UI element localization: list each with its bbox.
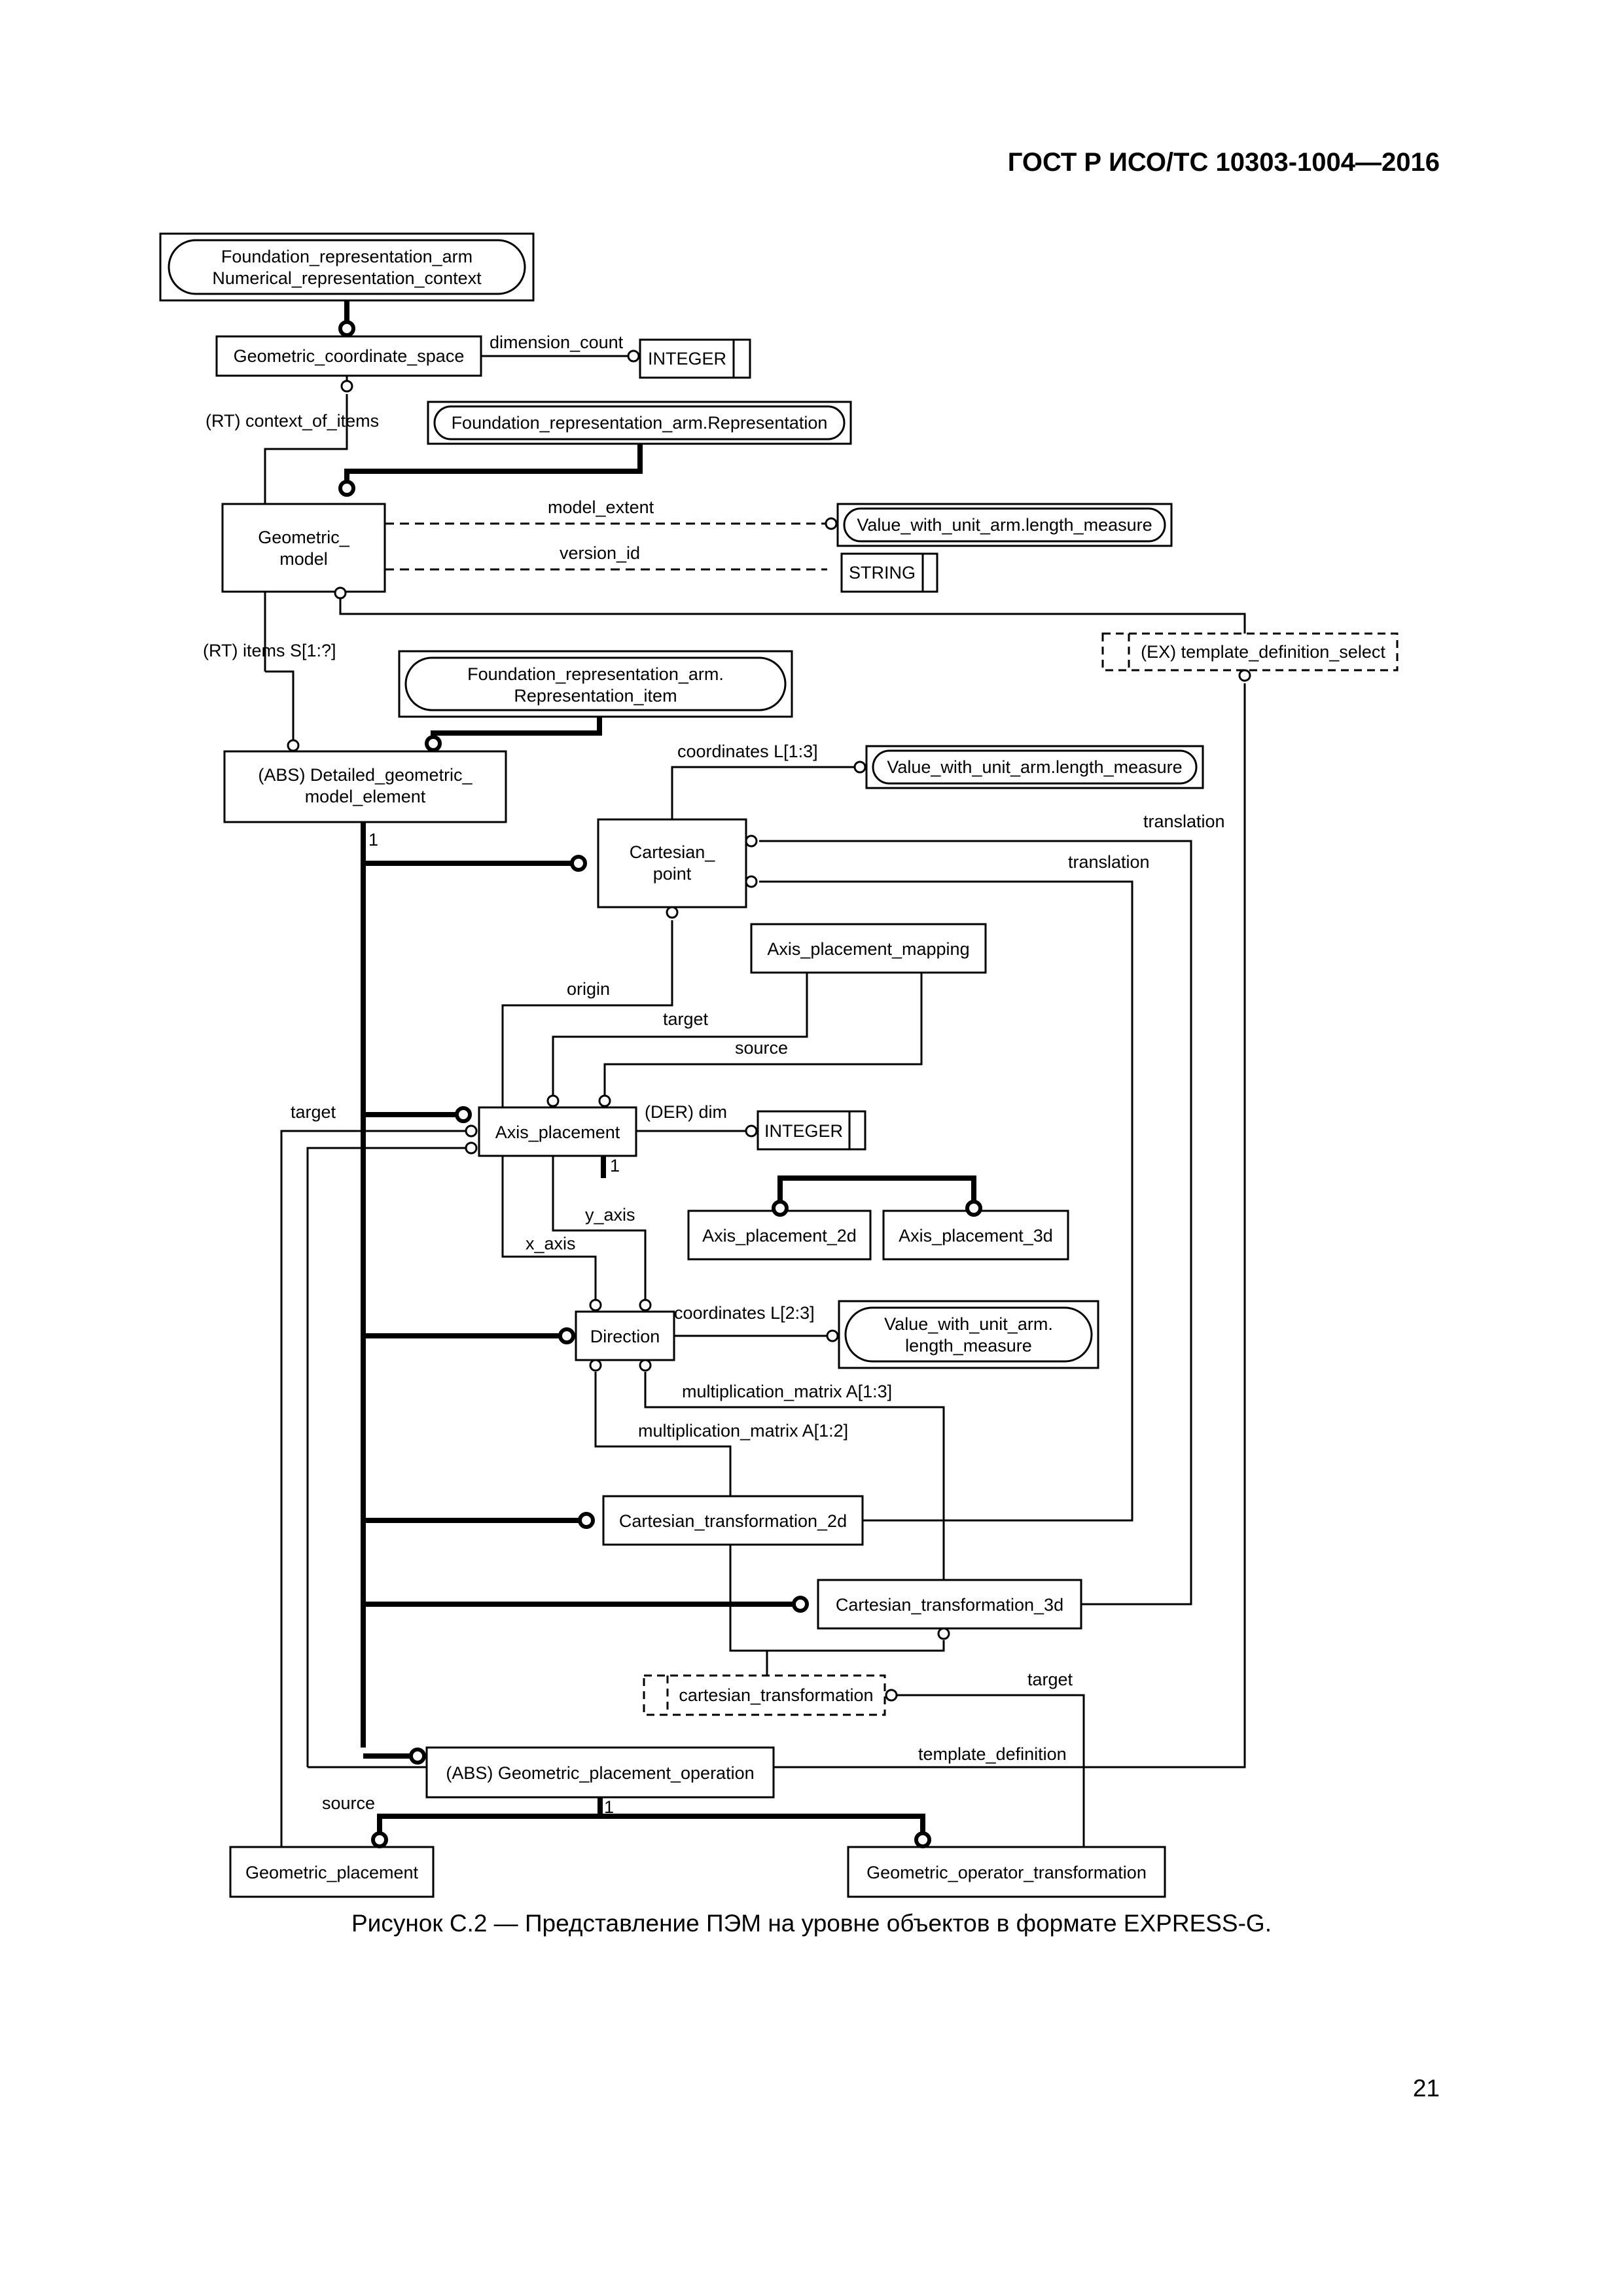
geometric-placement-operation-label: (ABS) Geometric_placement_operation [446, 1763, 754, 1783]
cartesian-transformation-3d-label: Cartesian_transformation_3d [836, 1595, 1063, 1615]
document-header: ГОСТ Р ИСО/ТС 10303-1004—2016 [1007, 148, 1440, 177]
frame-numerical-representation-context [159, 232, 535, 302]
target-label-c: target [1027, 1670, 1073, 1689]
cartesian-point-label-2: point [653, 864, 692, 884]
frame-representation-item [398, 650, 793, 718]
attribute-end-circles [287, 350, 1251, 1702]
value-with-unit-box-1 [836, 503, 1173, 547]
supertype-end-circles [338, 320, 982, 1848]
x-axis-label: x_axis [526, 1234, 576, 1253]
attribute-relations [264, 355, 1246, 1847]
axis-placement-mapping-box [750, 923, 987, 974]
cardinality-one-c: 1 [604, 1797, 614, 1817]
target-label-b: target [291, 1102, 336, 1122]
template-definition-select-label: (EX) template_definition_select [1141, 642, 1385, 662]
dimension-count-label: dimension_count [490, 332, 624, 352]
figure-caption: Рисунок С.2 — Представление ПЭМ на уровн… [351, 1910, 1272, 1937]
geometric-model-box [221, 503, 386, 593]
geometric-model-label-1: Geometric_ [258, 528, 350, 547]
coordinates-1-3-label: coordinates L[1:3] [677, 742, 818, 761]
geometric-coordinate-space-label: Geometric_coordinate_space [234, 346, 465, 366]
string-label: STRING [849, 563, 916, 583]
y-axis-label: y_axis [585, 1205, 635, 1225]
template-definition-select-box [1101, 632, 1399, 672]
source-label-b: source [322, 1793, 375, 1813]
template-definition-label: template_definition [918, 1744, 1067, 1764]
value-with-unit-label-1: Value_with_unit_arm.length_measure [857, 515, 1152, 535]
geometric-placement-box [229, 1846, 435, 1898]
geometric-placement-label: Geometric_placement [245, 1863, 419, 1882]
axis-placement-2d-label: Axis_placement_2d [702, 1226, 857, 1246]
axis-placement-3d-label: Axis_placement_3d [899, 1226, 1053, 1246]
axis-placement-mapping-label: Axis_placement_mapping [767, 939, 969, 959]
integer-type-box-2 [757, 1110, 866, 1151]
value-with-unit-label-3a: Value_with_unit_arm. [884, 1314, 1053, 1334]
integer-label-1: INTEGER [648, 349, 726, 368]
translation-label-b: translation [1068, 852, 1150, 872]
frame-representation-label: Foundation_representation_arm.Representa… [452, 413, 828, 433]
version-id-label: version_id [560, 543, 640, 563]
value-with-unit-label-2: Value_with_unit_arm.length_measure [887, 757, 1182, 777]
value-with-unit-box-2 [865, 745, 1204, 789]
detailed-geometric-label-2: model_element [305, 787, 426, 806]
items-label: (RT) items S[1:?] [203, 641, 336, 660]
axis-placement-label: Axis_placement [495, 1122, 620, 1142]
integer-label-2: INTEGER [764, 1121, 843, 1141]
translation-label-a: translation [1143, 812, 1225, 831]
integer-type-box-1 [639, 338, 751, 379]
string-type-box [840, 552, 938, 593]
geometric-operator-transformation-label: Geometric_operator_transformation [866, 1863, 1147, 1882]
source-label-a: source [735, 1038, 788, 1058]
coordinates-2-3-label: coordinates L[2:3] [674, 1303, 815, 1323]
frame-item-label-2: Representation_item [514, 686, 677, 706]
cardinality-one-a: 1 [368, 830, 378, 850]
cartesian-point-box [597, 818, 747, 908]
direction-label: Direction [590, 1327, 660, 1346]
cardinality-one-b: 1 [610, 1156, 620, 1175]
der-dim-label: (DER) dim [645, 1102, 727, 1122]
multiplication-matrix-1-3-label: multiplication_matrix A[1:3] [682, 1382, 892, 1401]
multiplication-matrix-1-2-label: multiplication_matrix A[1:2] [638, 1421, 848, 1441]
target-label-a: target [663, 1009, 709, 1029]
frame-nrc-label-1: Foundation_representation_arm [221, 247, 473, 266]
page-number: 21 [1412, 2075, 1440, 2102]
model-extent-label: model_extent [548, 497, 654, 517]
value-with-unit-box-3 [838, 1300, 1099, 1369]
dashed-attribute-relations [385, 522, 827, 571]
cartesian-transformation-2d-label: Cartesian_transformation_2d [619, 1511, 847, 1531]
context-of-items-label: (RT) context_of_items [205, 411, 379, 431]
detailed-geometric-label-1: (ABS) Detailed_geometric_ [258, 765, 473, 785]
geometric-operator-transformation-box [847, 1846, 1166, 1898]
geometric-model-label-2: model [279, 549, 328, 569]
cartesian-transformation-select-box [643, 1674, 886, 1716]
cartesian-point-label-1: Cartesian_ [630, 842, 716, 862]
origin-label: origin [567, 979, 610, 999]
frame-item-label-1: Foundation_representation_arm. [467, 664, 724, 684]
cartesian-transformation-label: cartesian_transformation [679, 1685, 873, 1705]
value-with-unit-label-3b: length_measure [905, 1336, 1032, 1355]
frame-nrc-label-2: Numerical_representation_context [212, 268, 482, 288]
